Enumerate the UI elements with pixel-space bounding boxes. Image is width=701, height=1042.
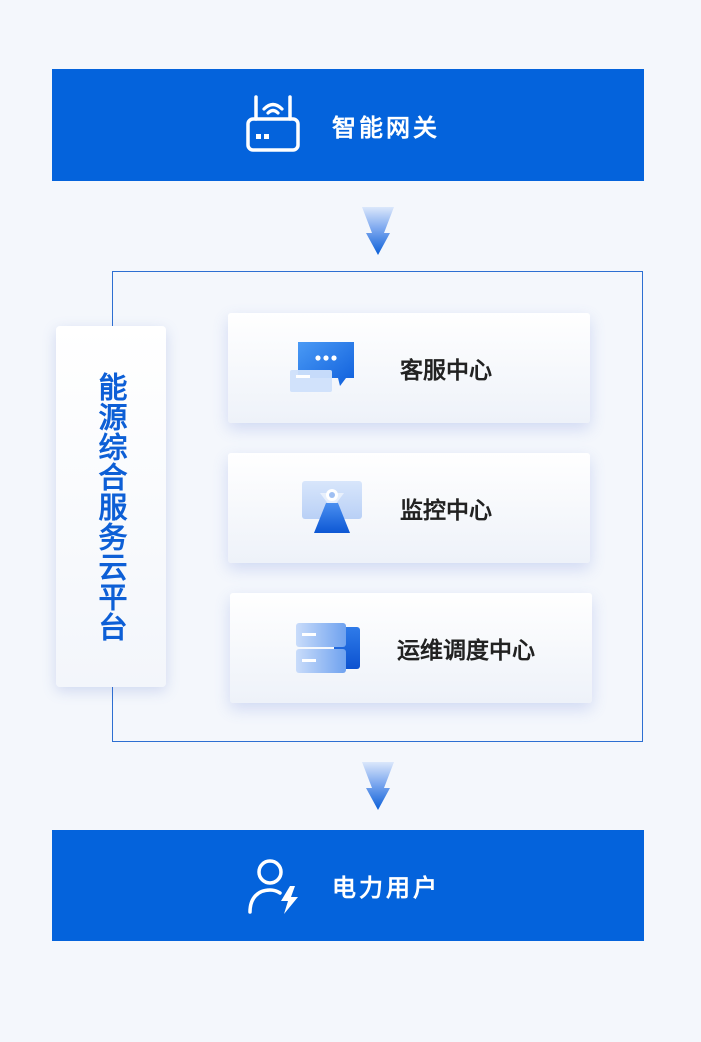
card-label: 客服中心: [400, 358, 492, 384]
card-ops-dispatch: 运维调度中心: [230, 593, 592, 703]
card-monitoring: 监控中心: [228, 453, 590, 563]
chat-bubble-icon: [290, 313, 358, 423]
gateway-label: 智能网关: [332, 113, 440, 142]
user-power-icon: [246, 830, 304, 941]
monitor-camera-icon: [300, 453, 364, 563]
arrow-down-icon: [360, 762, 396, 812]
platform-title-card: 能源综合服务云平台: [56, 326, 166, 687]
arrow-down-icon: [360, 207, 396, 257]
gateway-bar: 智能网关: [52, 69, 644, 181]
router-icon: [244, 69, 302, 181]
card-label: 运维调度中心: [397, 638, 535, 664]
server-rack-icon: [294, 593, 362, 703]
platform-title: 能源综合服务云平台: [94, 371, 128, 642]
card-customer-service: 客服中心: [228, 313, 590, 423]
user-label: 电力用户: [332, 874, 440, 902]
user-bar: 电力用户: [52, 830, 644, 941]
card-label: 监控中心: [400, 498, 492, 524]
